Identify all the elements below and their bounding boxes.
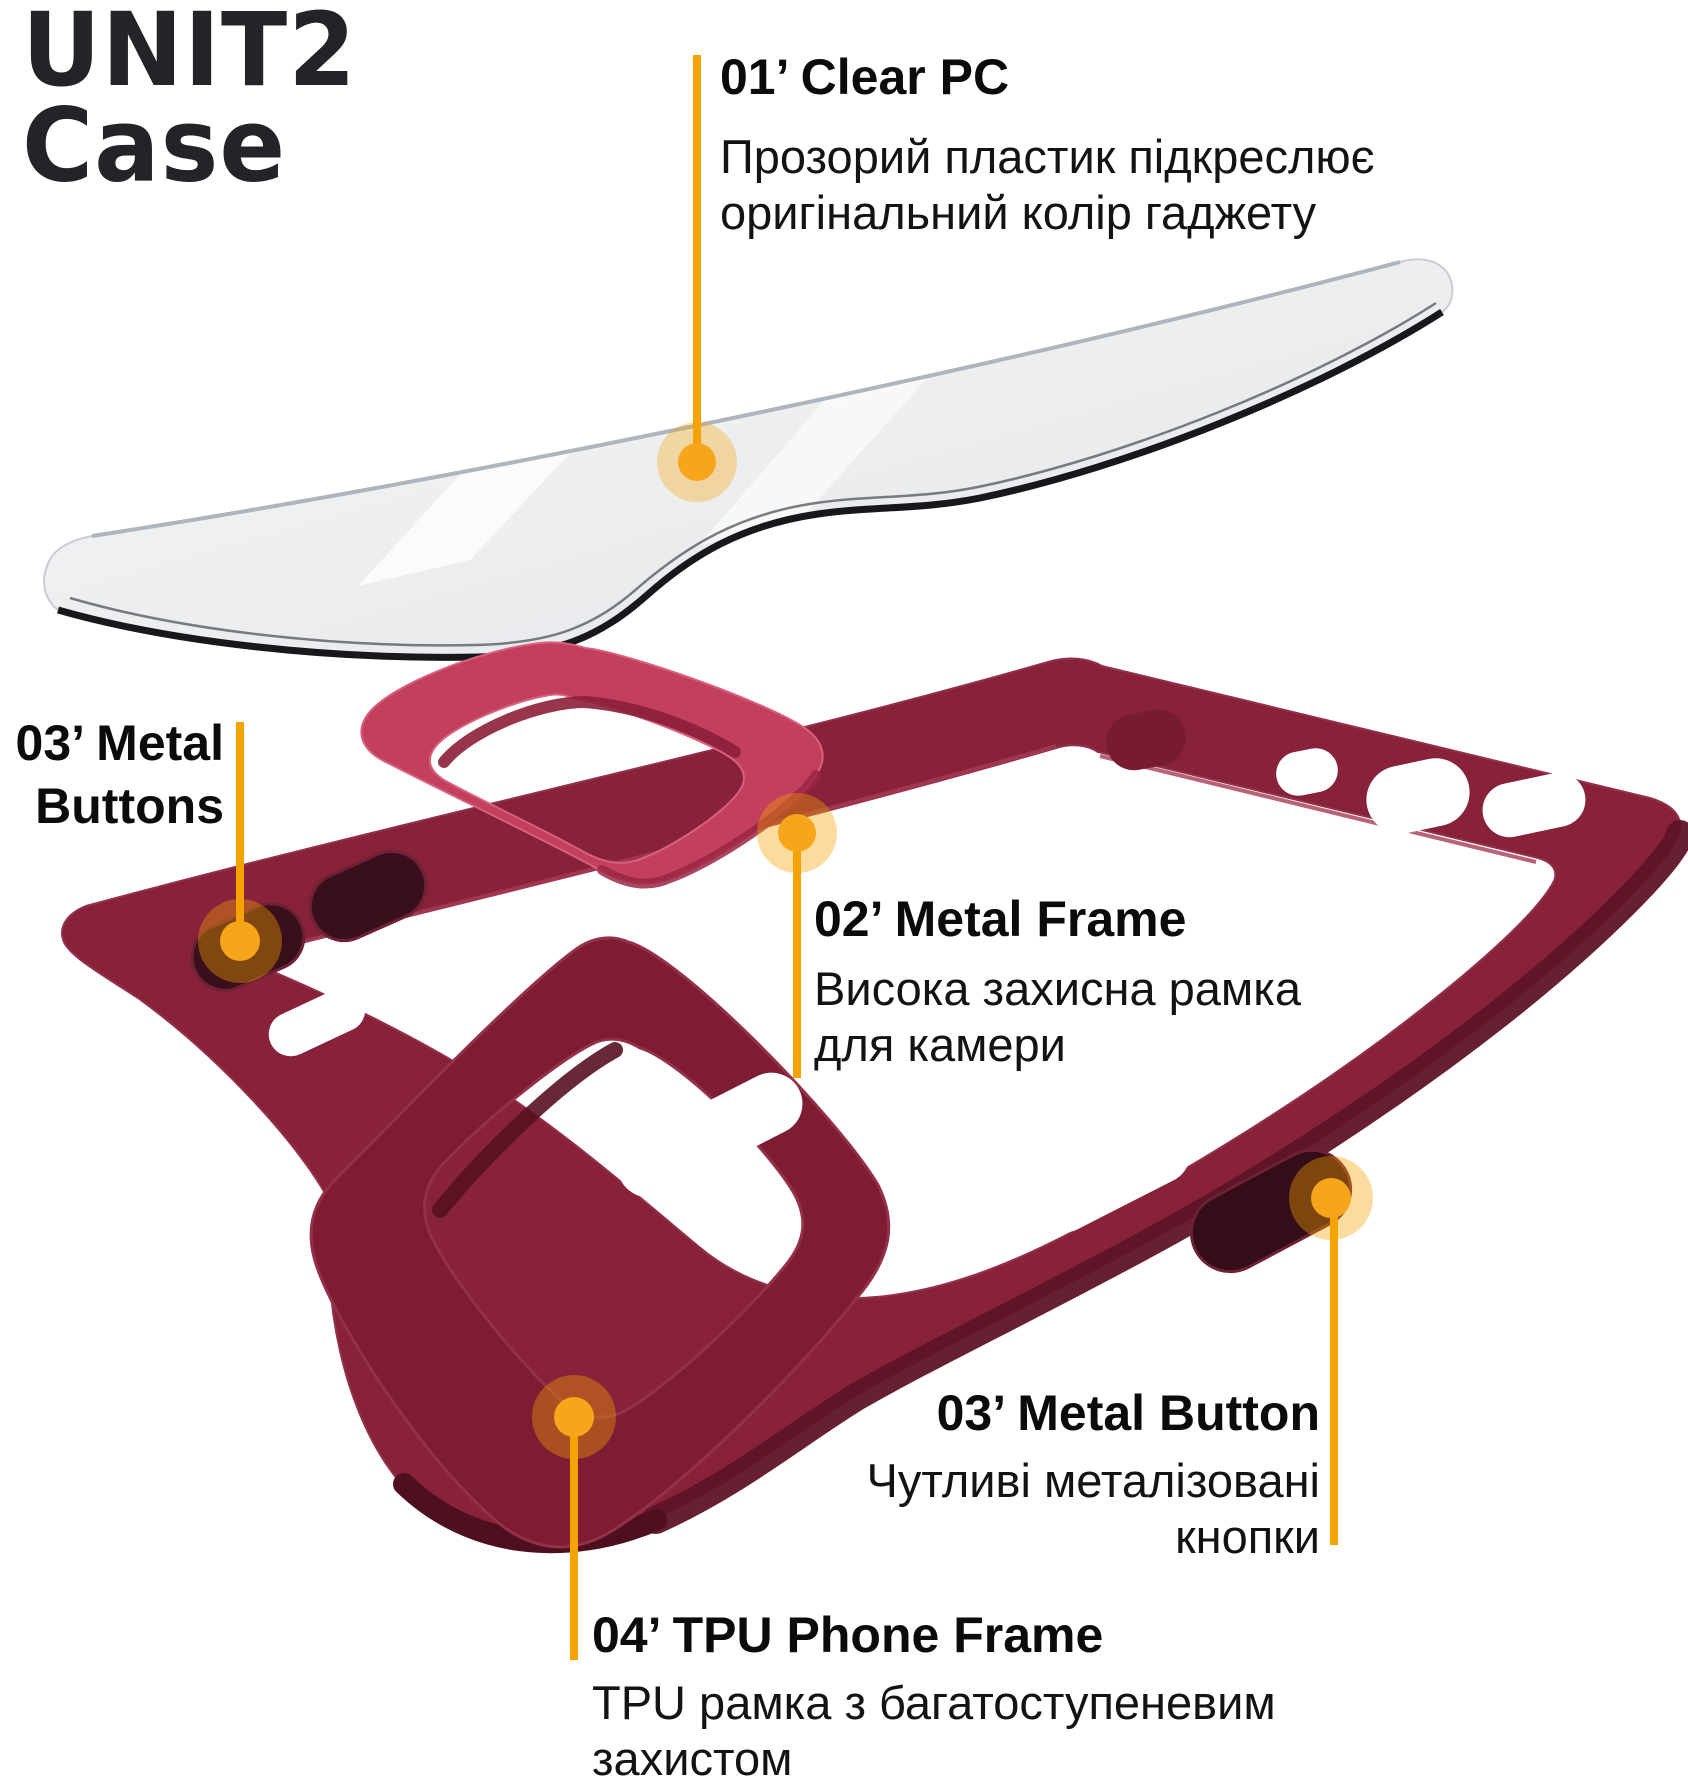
- callout-description: Прозорий пластик підкреслює оригінальний…: [720, 130, 1375, 240]
- callout-dot-tpu-frame: [532, 1375, 616, 1459]
- plate-top-edge: [91, 260, 1401, 538]
- plate-bottom-edge: [57, 309, 1444, 661]
- metal-button-pill-2: [308, 849, 428, 943]
- callout-tpu-frame: 04’ TPU Phone Frame TPU рамка з багатост…: [592, 1608, 1276, 1776]
- callout-title: 02’ Metal Frame: [814, 891, 1187, 947]
- callout-title: 03’ Metal Button: [936, 1385, 1320, 1441]
- camera-metal-frame: [360, 641, 824, 889]
- case-side-wall: [642, 820, 1688, 1534]
- case-recessed-pocket: [1106, 709, 1186, 771]
- callout-metal-button: 03’ Metal Button Чутливі металізовані кн…: [660, 1385, 1321, 1566]
- callout-dots: [198, 422, 1373, 1459]
- callout-dot-clear-pc: [657, 422, 737, 502]
- callout-title: 01’ Clear PC: [720, 49, 1010, 105]
- callout-metal-buttons: 03’ Metal Buttons: [0, 712, 224, 838]
- callout-dot-metal-frame: [757, 793, 837, 873]
- metal-buttons: [190, 849, 1353, 1274]
- callout-metal-frame: 02’ Metal Frame Висока захисна рамка для…: [814, 892, 1301, 1074]
- tpu-case-frame: [61, 657, 1688, 1554]
- callout-description: TPU рамка з багатоступеневим захистом: [592, 1676, 1276, 1776]
- brand-logo-line2: Case: [22, 86, 287, 205]
- clear-pc-plate: [43, 228, 1454, 661]
- callout-dot-metal-buttons: [198, 899, 282, 983]
- callout-title: 04’ TPU Phone Frame: [592, 1607, 1104, 1663]
- callout-title: 03’ Metal Buttons: [15, 715, 224, 834]
- case-slot-cutouts: [268, 748, 1586, 1233]
- callout-description: Висока захисна рамка для камери: [814, 962, 1301, 1072]
- metal-side-button-pill: [1189, 1148, 1353, 1274]
- callout-dot-metal-button: [1289, 1156, 1373, 1240]
- brand-logo-line1: UNIT2: [22, 0, 357, 109]
- case-side-wall-shadow: [393, 1473, 667, 1554]
- callout-lines: [236, 55, 1338, 1660]
- callout-clear-pc: 01’ Clear PC Прозорий пластик підкреслює…: [720, 50, 1375, 242]
- callout-description: Чутливі металізовані кнопки: [866, 1454, 1321, 1564]
- plate-highlight: [358, 266, 745, 586]
- brand-logo: UNIT2 Case: [22, 0, 357, 205]
